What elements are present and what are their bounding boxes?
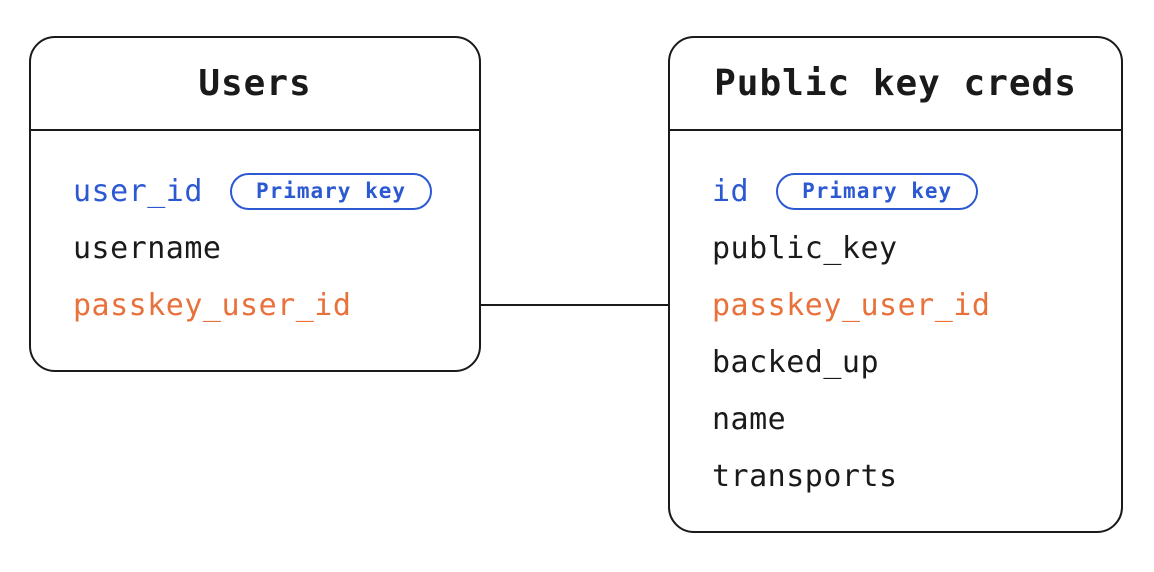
- field-name: name: [712, 402, 787, 437]
- field-name: username: [73, 231, 222, 266]
- primary-key-badge: Primary key: [776, 172, 979, 211]
- field-row: user_id Primary key: [73, 163, 459, 220]
- primary-key-badge: Primary key: [229, 172, 433, 211]
- field-name: public_key: [712, 231, 898, 266]
- field-row: backed_up: [712, 334, 1101, 391]
- field-row: id Primary key: [712, 163, 1101, 220]
- table-title-public-key-creds: Public key creds: [670, 38, 1121, 131]
- field-row: passkey_user_id: [73, 277, 459, 334]
- table-public-key-creds: Public key creds id Primary key public_key…: [668, 36, 1123, 533]
- field-row: name: [712, 391, 1101, 448]
- field-name: passkey_user_id: [73, 288, 352, 323]
- table-title-users: Users: [31, 38, 479, 131]
- field-row: passkey_user_id: [712, 277, 1101, 334]
- field-name: backed_up: [712, 345, 880, 380]
- field-name: passkey_user_id: [712, 288, 991, 323]
- relationship-line: [480, 304, 668, 306]
- field-name: user_id: [73, 174, 203, 209]
- field-row: username: [73, 220, 459, 277]
- field-row: public_key: [712, 220, 1101, 277]
- field-name: transports: [712, 459, 898, 494]
- field-name: id: [712, 174, 750, 209]
- field-row: transports: [712, 448, 1101, 505]
